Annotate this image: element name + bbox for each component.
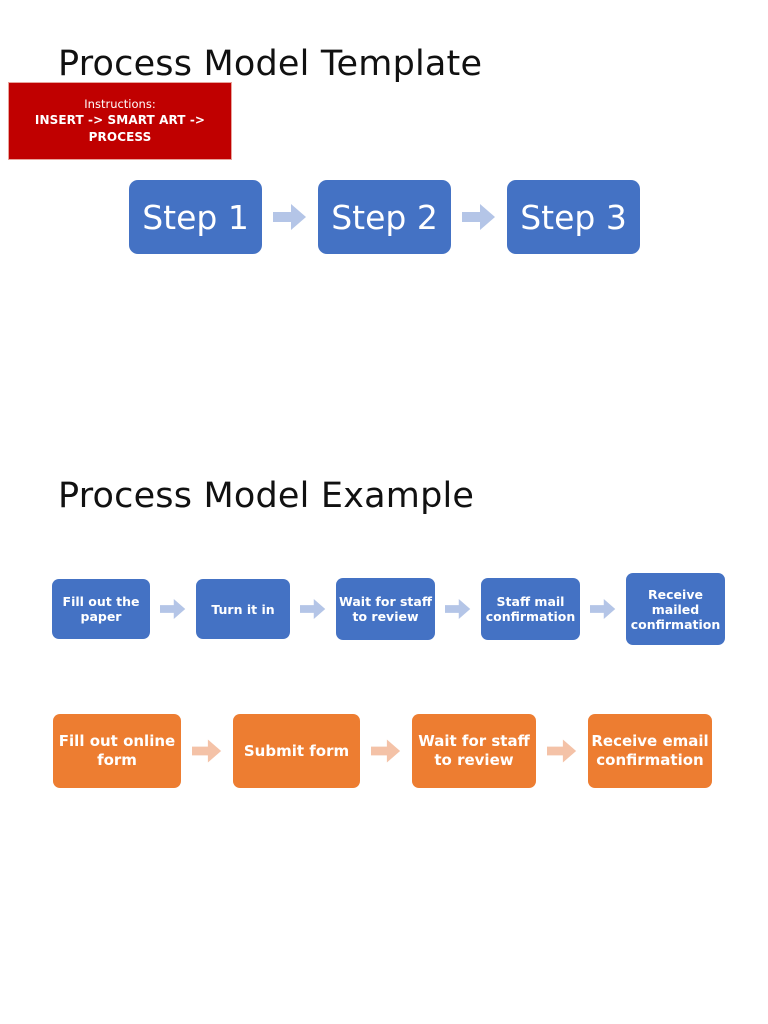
right-block-arrow-icon: [580, 597, 626, 621]
right-block-arrow-icon: [536, 737, 588, 765]
page-title-template: Process Model Template: [58, 44, 483, 84]
right-block-arrow-icon: [262, 202, 318, 232]
process-row-template: Step 1 Step 2 Step 3: [129, 180, 640, 254]
process-step-box[interactable]: Step 1: [129, 180, 262, 254]
process-step-box[interactable]: Receive mailed confirmation: [626, 573, 725, 645]
process-row-online: Fill out online form Submit form Wait fo…: [53, 709, 712, 793]
process-step-box[interactable]: Receive email confirmation: [588, 714, 712, 788]
right-block-arrow-icon: [181, 737, 233, 765]
process-step-box[interactable]: Step 2: [318, 180, 451, 254]
instructions-heading: Instructions:: [84, 97, 156, 111]
process-step-box[interactable]: Wait for staff to review: [336, 578, 435, 640]
process-row-paper: Fill out the paper Turn it in Wait for s…: [52, 571, 725, 647]
instructions-callout: Instructions: INSERT -> SMART ART -> PRO…: [8, 82, 232, 160]
process-step-box[interactable]: Fill out online form: [53, 714, 181, 788]
instructions-path: INSERT -> SMART ART -> PROCESS: [34, 113, 206, 144]
process-step-box[interactable]: Fill out the paper: [52, 579, 150, 639]
page-title-example: Process Model Example: [58, 476, 475, 516]
process-step-box[interactable]: Wait for staff to review: [412, 714, 536, 788]
right-block-arrow-icon: [150, 597, 196, 621]
process-step-box[interactable]: Submit form: [233, 714, 360, 788]
process-step-box[interactable]: Turn it in: [196, 579, 290, 639]
process-step-box[interactable]: Staff mail confirmation: [481, 578, 580, 640]
right-block-arrow-icon: [290, 597, 336, 621]
process-step-box[interactable]: Step 3: [507, 180, 640, 254]
right-block-arrow-icon: [360, 737, 412, 765]
right-block-arrow-icon: [451, 202, 507, 232]
right-block-arrow-icon: [435, 597, 481, 621]
